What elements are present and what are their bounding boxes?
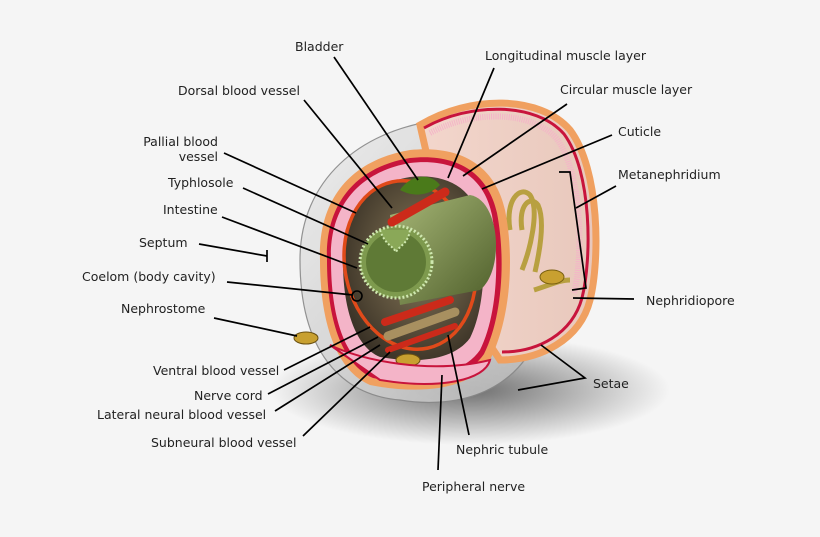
label-pallial-line1: Pallial blood bbox=[143, 134, 218, 149]
label-subneural-blood-vessel: Subneural blood vessel bbox=[151, 435, 297, 450]
label-coelom: Coelom (body cavity) bbox=[82, 269, 216, 284]
label-cuticle: Cuticle bbox=[618, 124, 662, 139]
label-typhlosole: Typhlosole bbox=[168, 175, 234, 190]
label-lateral-neural-blood-vessel: Lateral neural blood vessel bbox=[97, 407, 267, 422]
label-longitudinal-muscle-layer: Longitudinal muscle layer bbox=[485, 48, 646, 63]
label-peripheral-nerve: Peripheral nerve bbox=[422, 479, 526, 494]
ventral-blood-vessel bbox=[381, 296, 454, 326]
label-bladder: Bladder bbox=[295, 39, 344, 54]
label-pallial-line2: vessel bbox=[178, 149, 218, 164]
leader-lines bbox=[198, 56, 635, 471]
label-circular-muscle-layer: Circular muscle layer bbox=[560, 82, 693, 97]
label-dorsal-blood-vessel: Dorsal blood vessel bbox=[178, 83, 300, 98]
label-nephridiopore: Nephridiopore bbox=[646, 293, 735, 308]
label-septum: Septum bbox=[139, 235, 188, 250]
nerve-cord bbox=[383, 307, 460, 341]
label-nephrostome: Nephrostome bbox=[121, 301, 206, 316]
label-setae: Setae bbox=[593, 376, 629, 391]
bladder-tissue bbox=[400, 176, 440, 195]
label-metanephridium: Metanephridium bbox=[618, 167, 721, 182]
nephrostome bbox=[293, 331, 319, 345]
nephridium-bladder bbox=[539, 269, 565, 285]
label-nephric-tubule: Nephric tubule bbox=[456, 442, 549, 457]
typhlosole bbox=[379, 229, 411, 255]
label-pallial-blood-vessel: Pallial blood vessel bbox=[139, 134, 218, 164]
subneural-vessel bbox=[385, 323, 458, 353]
label-nerve-cord: Nerve cord bbox=[194, 388, 263, 403]
label-intestine: Intestine bbox=[163, 202, 218, 217]
label-ventral-blood-vessel: Ventral blood vessel bbox=[153, 363, 280, 378]
dorsal-blood-vessel bbox=[387, 187, 450, 227]
